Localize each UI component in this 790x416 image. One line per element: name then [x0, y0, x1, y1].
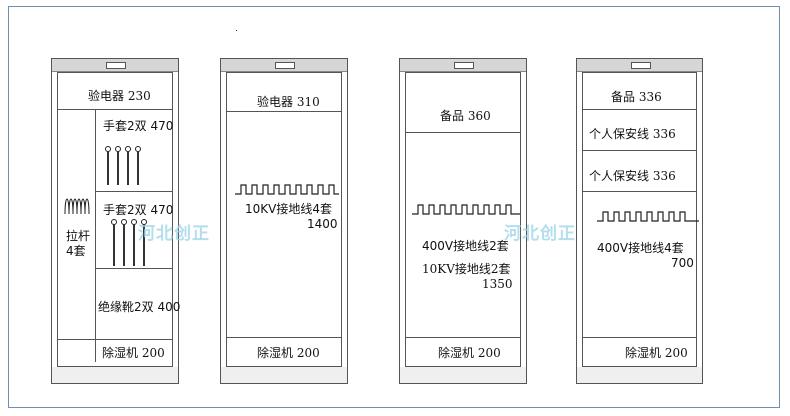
rod-label: 拉杆 4套: [66, 229, 91, 258]
ground-line-number: 1400: [307, 217, 338, 231]
cabinet-1: 验电器 230 拉杆 4套 手套2双 470 手套2双 470 绝缘靴2双 40…: [51, 58, 180, 384]
stray-dot: [236, 30, 237, 31]
cabinet-base: [221, 367, 347, 383]
ground-line-label: 10KV接地线4套: [245, 202, 332, 216]
cabinet-interior: 验电器 310 10KV接地线4套 1400 除湿机 200: [226, 72, 342, 367]
shelf-line: [583, 109, 696, 110]
cabinet-handle: [454, 62, 474, 69]
pin-shaft: [107, 151, 109, 185]
shelf-line: [583, 191, 696, 192]
cabinet-interior: 验电器 230 拉杆 4套 手套2双 470 手套2双 470 绝缘靴2双 40…: [57, 72, 180, 367]
cabinet-3: 备品 360 400V接地线2套 10KV接地线2套 1350 除湿机 200: [399, 58, 527, 384]
shelf-line: [227, 337, 341, 338]
watermark: 河北创正: [138, 224, 210, 244]
ground-line-number: 700: [671, 256, 694, 270]
tester-label: 验电器 230: [88, 89, 151, 103]
cabinet-top-strip: [52, 59, 178, 72]
shelf-line: [58, 109, 172, 110]
shelf-line: [95, 191, 172, 192]
pin-shaft: [127, 151, 129, 185]
pin-shaft: [133, 224, 135, 266]
tester-label: 验电器 310: [257, 95, 320, 109]
cabinet-base: [400, 367, 526, 383]
cabinet-top-strip: [400, 59, 526, 72]
watermark: 河北创正: [504, 224, 576, 244]
ground-line-icon: [235, 184, 339, 195]
pin-shaft: [137, 151, 139, 185]
shelf-line: [58, 339, 172, 340]
dehumidifier-label: 除湿机 200: [438, 346, 501, 360]
rod-coil-icon: [64, 198, 90, 215]
cabinet-base: [52, 367, 178, 383]
spare-label: 备品 360: [440, 109, 491, 123]
pin-shaft: [143, 224, 145, 266]
cabinet-2: 验电器 310 10KV接地线4套 1400 除湿机 200: [220, 58, 348, 384]
rod-divider: [95, 109, 96, 362]
shelf-line: [95, 268, 172, 269]
shelf-line: [583, 150, 696, 151]
ground-line-icon: [412, 204, 520, 215]
ground-line-number: 1350: [482, 277, 513, 291]
ground-line-label: 400V接地线4套: [597, 241, 684, 255]
cabinet-4: 备品 336 个人保安线 336 个人保安线 336 400V接地线4套 700…: [576, 58, 703, 384]
ground-line-icon: [597, 211, 699, 222]
pin-shaft: [117, 151, 119, 185]
ground-line-b-label: 10KV接地线2套: [422, 262, 511, 276]
cabinet-interior: 备品 336 个人保安线 336 个人保安线 336 400V接地线4套 700…: [582, 72, 699, 367]
cabinet-handle: [631, 62, 651, 69]
gloves-top-label: 手套2双 470: [103, 119, 174, 133]
dehumidifier-label: 除湿机 200: [102, 346, 165, 360]
pin-shaft: [113, 224, 115, 266]
cabinet-top-strip: [221, 59, 347, 72]
cabinet-base: [577, 367, 702, 383]
gloves-bottom-label: 手套2双 470: [103, 203, 174, 217]
outer-frame: [8, 6, 780, 408]
shelf-line: [583, 337, 696, 338]
safety-line-2-label: 个人保安线 336: [589, 169, 676, 183]
boots-label: 绝缘靴2双 400: [98, 300, 181, 314]
shelf-line: [406, 132, 520, 133]
dehumidifier-label: 除湿机 200: [625, 346, 688, 360]
safety-line-1-label: 个人保安线 336: [589, 127, 676, 141]
pin-shaft: [123, 224, 125, 266]
dehumidifier-label: 除湿机 200: [257, 346, 320, 360]
cabinet-handle: [275, 62, 295, 69]
shelf-line: [227, 111, 341, 112]
spare-label: 备品 336: [611, 90, 662, 104]
ground-line-a-label: 400V接地线2套: [422, 239, 509, 253]
cabinet-handle: [106, 62, 126, 69]
cabinet-interior: 备品 360 400V接地线2套 10KV接地线2套 1350 除湿机 200: [405, 72, 521, 367]
shelf-line: [406, 337, 520, 338]
cabinet-top-strip: [577, 59, 702, 72]
